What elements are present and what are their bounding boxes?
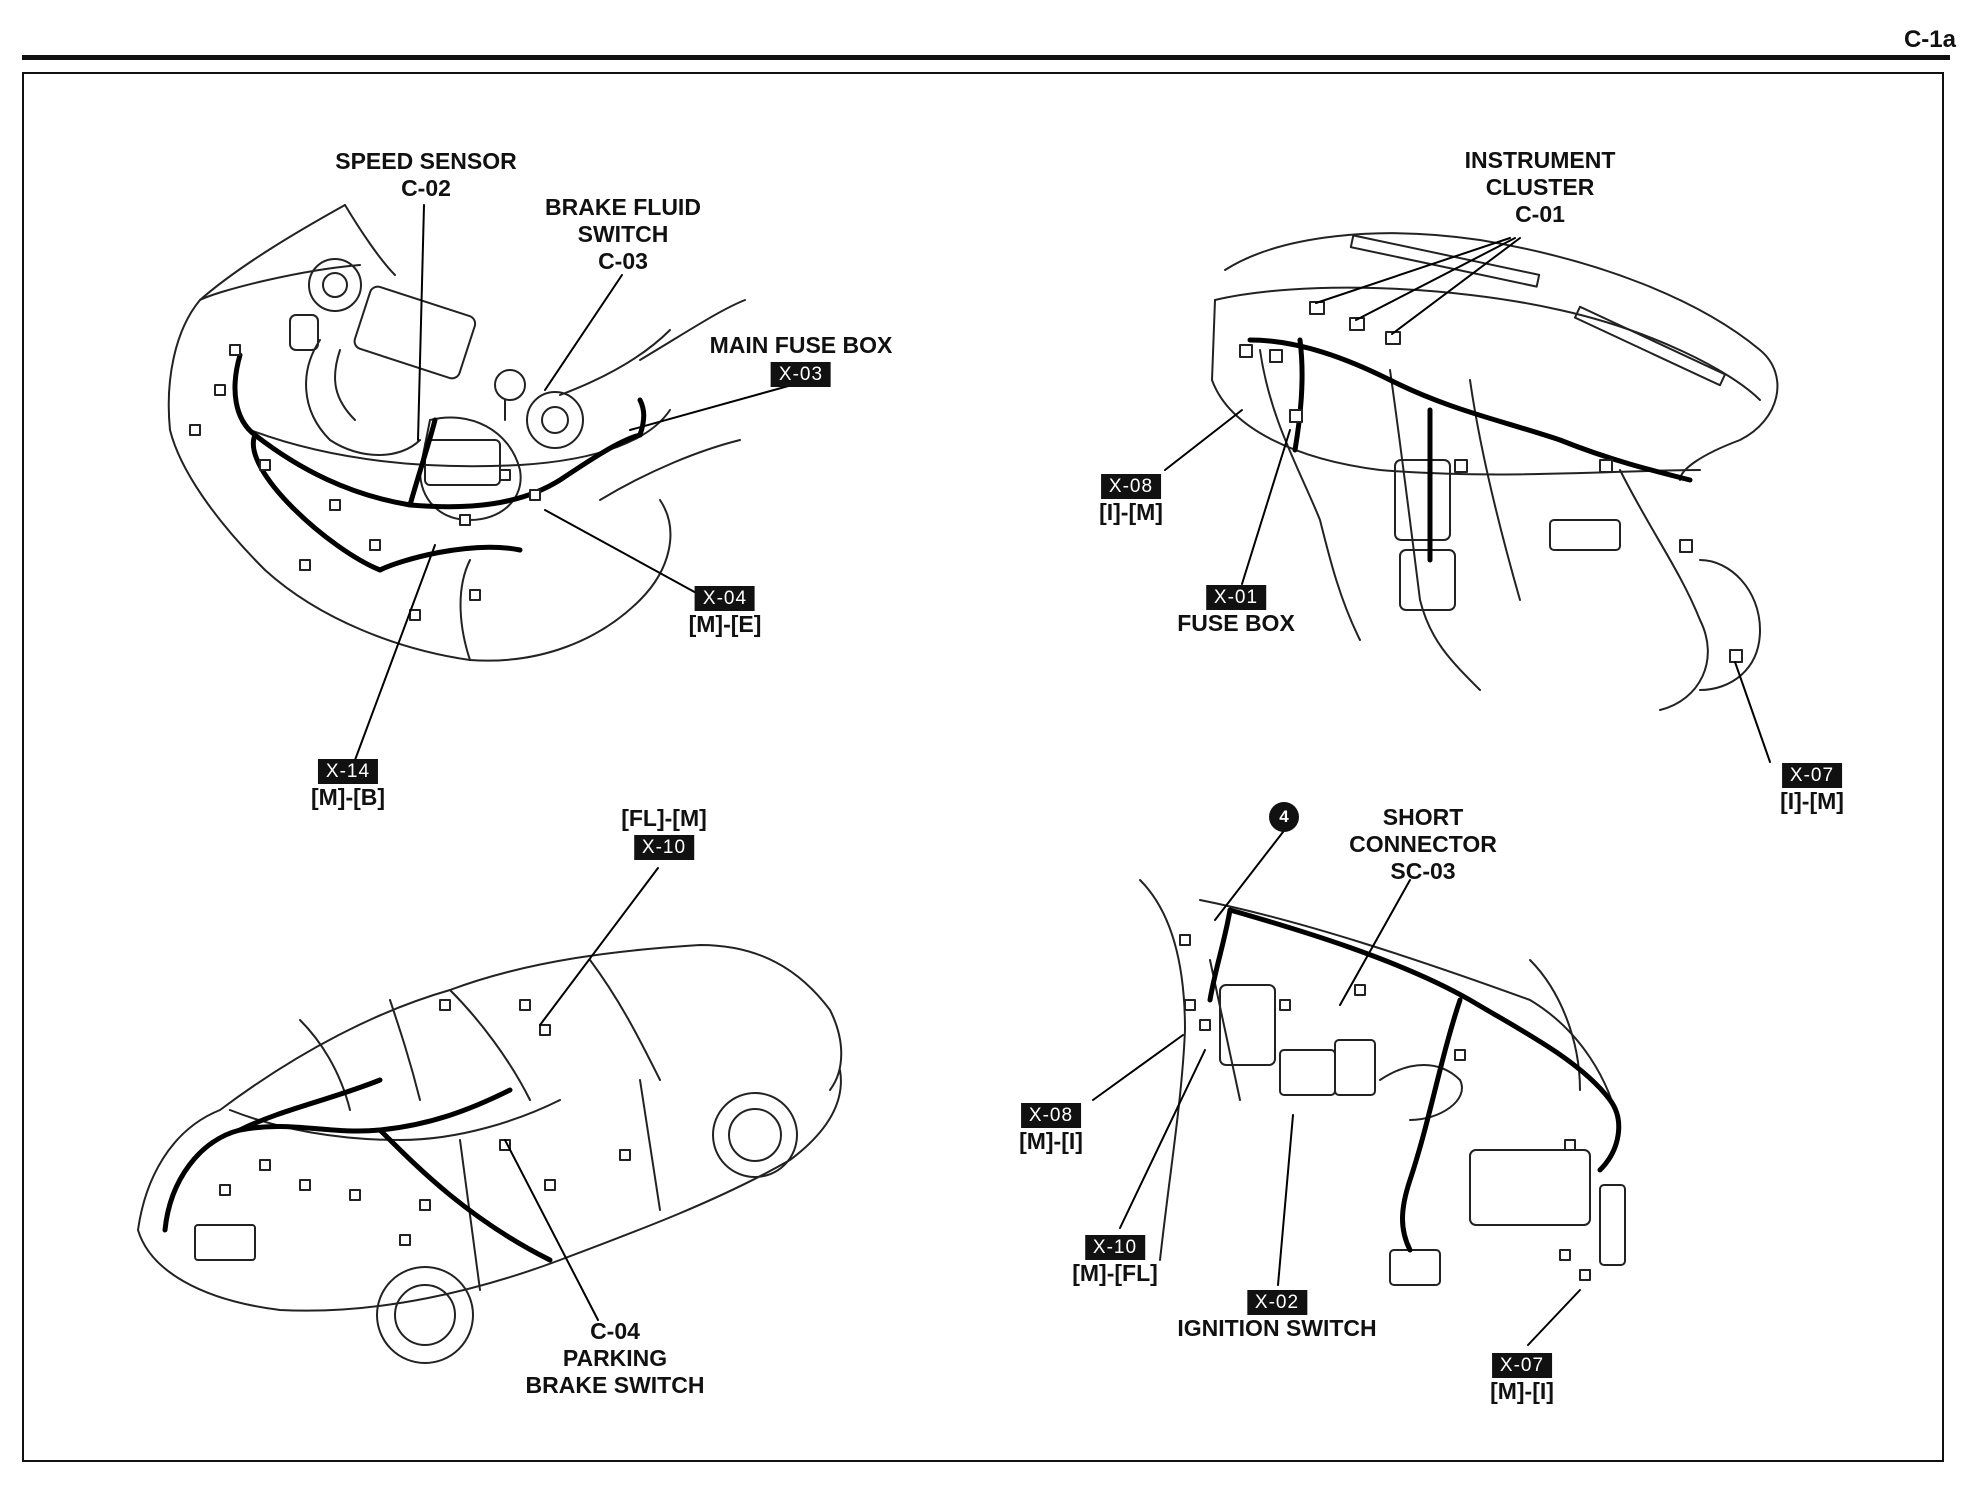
x07-upper-tag: X-07 [1781,763,1843,788]
dash-harness [1247,337,1693,563]
diagram-frame [22,72,1944,1462]
body-connectors [219,999,631,1246]
lower-dash-harness [1207,907,1622,1253]
x08-upper-label: X-08 [I]-[M] [1099,474,1163,525]
lower-dash-illustration [1139,879,1626,1286]
brake-fluid-switch-label: BRAKE FLUID SWITCH C-03 [545,194,701,274]
ignition-switch-label: X-02 IGNITION SWITCH [1177,1290,1377,1341]
engine-compartment-illustration [167,204,746,662]
body-harness [162,1077,553,1263]
x07-lower-tag: X-07 [1491,1353,1553,1378]
dash-leader-lines [1164,237,1771,763]
x07-upper-label: X-07 [I]-[M] [1780,763,1844,814]
x08-lower-label: X-08 [M]-[I] [1019,1103,1083,1154]
page-id: C-1a [1903,26,1956,53]
x10-upper-tag: X-10 [633,835,695,860]
x04-connector-label: X-04 [M]-[E] [688,586,762,637]
x01-tag: X-01 [1205,585,1267,610]
x04-tag: X-04 [694,586,756,611]
x02-tag: X-02 [1246,1290,1308,1315]
fuse-box-label: X-01 FUSE BOX [1177,585,1295,636]
x10-lower-tag: X-10 [1084,1235,1146,1260]
parking-brake-switch-label: C-04 PARKING BRAKE SWITCH [525,1318,705,1398]
car-body-illustration [137,944,843,1364]
x07-lower-label: X-07 [M]-[I] [1490,1353,1554,1404]
x14-connector-label: X-14 [M]-[B] [310,759,386,810]
header-rule [22,55,1950,60]
dash-connectors [1239,301,1743,663]
instrument-panel-illustration [1211,232,1779,711]
lower-dash-leader-lines [1092,831,1581,1346]
circle-number-badge: 4 [1269,802,1299,832]
speed-sensor-label: SPEED SENSOR C-02 [335,148,517,201]
x08-upper-tag: X-08 [1100,474,1162,499]
x10-upper-label: [FL]-[M] X-10 [621,805,707,860]
main-fuse-box-label: MAIN FUSE BOX X-03 [709,332,893,387]
body-leader-lines [504,867,659,1321]
x14-tag: X-14 [317,759,379,784]
instrument-cluster-label: INSTRUMENT CLUSTER C-01 [1464,147,1616,227]
engine-leader-lines [354,204,793,761]
engine-harness [232,352,647,573]
engine-connectors [189,344,541,621]
x08-lower-tag: X-08 [1020,1103,1082,1128]
x03-tag: X-03 [770,362,832,387]
lower-dash-connectors [1179,934,1591,1281]
short-connector-label: SHORT CONNECTOR SC-03 [1349,804,1497,884]
x10-lower-label: X-10 [M]-[FL] [1072,1235,1158,1286]
